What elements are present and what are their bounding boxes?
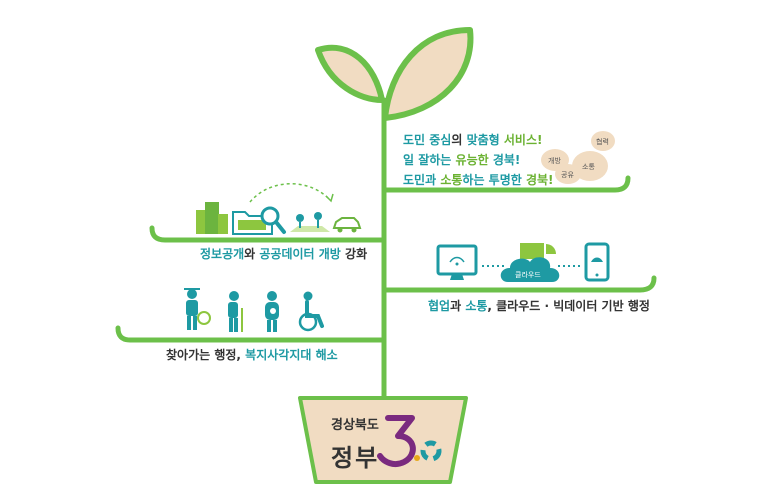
value-bubbles: 개방 공유 소통 협력 — [541, 131, 615, 184]
pot — [298, 396, 468, 484]
cloud-icon — [500, 243, 560, 282]
version-logo — [377, 415, 442, 468]
slogan-3d: 투명한 — [488, 173, 522, 187]
elderly-icon — [228, 291, 243, 332]
slogan-1c: 맞춤형 — [466, 133, 500, 147]
pot-province: 경상북도 — [331, 418, 379, 433]
slogan-1d: 서비스! — [499, 133, 543, 147]
stem — [115, 97, 657, 403]
building-icon — [196, 202, 228, 234]
slogan-line-2: 일 잘하는 유능한 경북! — [403, 152, 520, 168]
cloud-admin-d: , 클라우드 · 빅데이터 기반 행정 — [487, 299, 650, 313]
right-leaf — [382, 27, 474, 121]
worker-icon — [184, 288, 211, 330]
slogan-3c: 하는 — [462, 173, 489, 187]
cloud-label: 클라우드 — [515, 270, 541, 279]
slogan-1b: 의 — [451, 133, 467, 147]
open-data-d: 강화 — [340, 247, 368, 261]
open-data-b: 와 — [244, 247, 260, 261]
welfare-a: 찾아가는 행정, — [166, 348, 246, 362]
cloud-admin-c: 소통 — [465, 299, 488, 313]
slogan-line-3: 도민과 소통하는 투명한 경북! — [403, 172, 554, 188]
slogan-3a: 도민과 — [403, 173, 441, 187]
bubble-communicate: 소통 — [582, 163, 595, 171]
slogan-line-1: 도민 중심의 맞춤형 서비스! — [403, 132, 542, 148]
magnifier-icon — [260, 206, 286, 234]
transfer-arrow — [249, 183, 331, 203]
network-icon — [290, 212, 330, 232]
welfare-b: 복지사각지대 해소 — [245, 348, 338, 362]
slogan-3e: 경북! — [521, 173, 554, 187]
open-data-c: 공공데이터 개방 — [259, 247, 341, 261]
bubble-share: 공유 — [561, 171, 574, 179]
slogan-2b: 유능한 — [455, 153, 489, 167]
open-data-label: 정보공개와 공공데이터 개방 강화 — [200, 246, 367, 262]
slogan-3b: 소통 — [440, 173, 463, 187]
smartphone-icon — [584, 242, 610, 282]
pregnant-icon — [265, 291, 279, 332]
bubble-cooperate: 협력 — [596, 137, 609, 146]
slogan-2a: 일 잘하는 — [403, 153, 456, 167]
bubble-open: 개방 — [548, 156, 561, 165]
slogan-1a: 도민 중심 — [403, 133, 452, 147]
cloud-admin-a: 협업 — [428, 299, 451, 313]
open-data-a: 정보공개 — [200, 247, 245, 261]
wheelchair-icon — [298, 291, 324, 332]
slogan-2c: 경북! — [488, 153, 521, 167]
transfer-arrow-head — [325, 193, 334, 203]
cloud-admin-label: 협업과 소통, 클라우드 · 빅데이터 기반 행정 — [428, 298, 650, 314]
pot-government: 정부 — [331, 444, 380, 472]
welfare-label: 찾아가는 행정, 복지사각지대 해소 — [166, 347, 338, 363]
monitor-icon — [436, 244, 478, 280]
left-leaf — [315, 44, 385, 103]
car-icon — [332, 217, 362, 233]
cloud-admin-b: 과 — [450, 299, 466, 313]
